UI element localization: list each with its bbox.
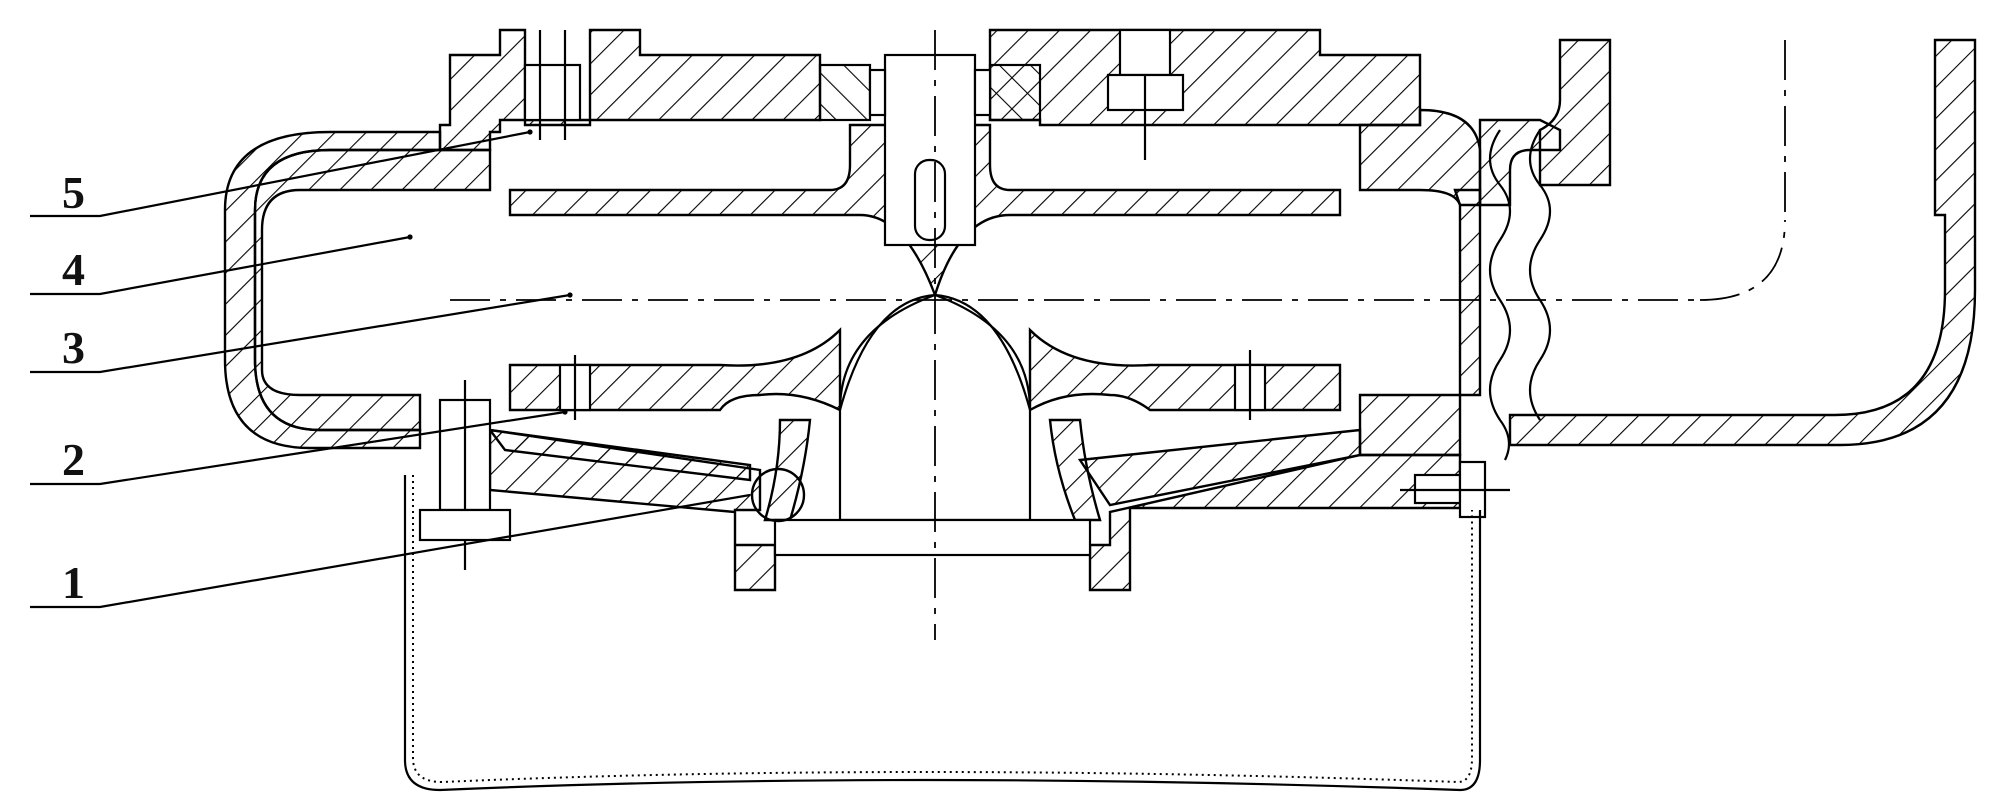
callout-3: 3 — [62, 322, 85, 373]
volute-casing — [223, 28, 1977, 592]
leader-dots — [407, 129, 573, 415]
callout-2: 2 — [62, 434, 85, 485]
shaft — [773, 53, 1092, 557]
detail-circle — [750, 467, 806, 523]
break-line-2 — [1528, 129, 1552, 421]
break-line — [1488, 129, 1512, 461]
callout-leaders — [30, 130, 751, 609]
centerlines — [450, 30, 1786, 640]
lower-vessel — [403, 475, 1482, 792]
callout-4: 4 — [62, 244, 85, 295]
callout-5: 5 — [62, 167, 85, 218]
bearing-bush — [818, 63, 1042, 122]
callout-1: 1 — [62, 557, 85, 608]
